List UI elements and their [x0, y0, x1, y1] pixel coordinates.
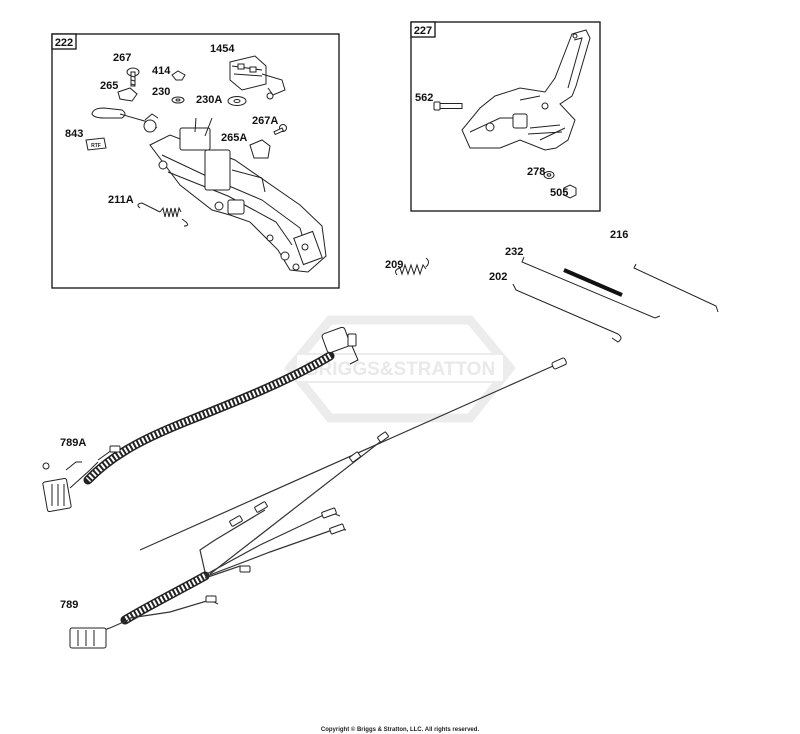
- group-box-227: 227 562 278 505: [410, 21, 601, 212]
- spring-209: [395, 257, 429, 276]
- label-265: 265: [100, 80, 118, 92]
- control-bracket: [461, 29, 591, 151]
- label-209: 209: [385, 259, 403, 271]
- rod-202: [512, 283, 622, 343]
- switch-1454: [229, 55, 286, 100]
- washer-230: [171, 96, 185, 104]
- label-232: 232: [505, 246, 523, 258]
- rod-232: [521, 256, 661, 319]
- label-202: 202: [489, 271, 507, 283]
- label-278: 278: [527, 166, 545, 178]
- screw-267A: [273, 124, 287, 136]
- copyright-notice: Copyright © Briggs & Stratton, LLC. All …: [321, 726, 480, 733]
- group-id-227: 227: [414, 25, 432, 37]
- label-505: 505: [550, 187, 568, 199]
- label-211A: 211A: [108, 194, 134, 206]
- label-267: 267: [113, 52, 131, 64]
- label-562: 562: [415, 92, 433, 104]
- clamp-265: [117, 87, 138, 102]
- tag-843: RTF: [85, 137, 107, 151]
- clip-414: [171, 70, 186, 81]
- wiring-harness-789: [69, 431, 389, 649]
- label-265A: 265A: [221, 132, 247, 144]
- label-216: 216: [610, 229, 628, 241]
- washer-278: [543, 171, 555, 179]
- group-id-222: 222: [55, 37, 73, 49]
- governor-bracket: [149, 117, 327, 273]
- rod-216: [633, 263, 719, 313]
- throttle-lever: [91, 107, 159, 133]
- label-1454: 1454: [210, 43, 235, 55]
- label-230: 230: [152, 86, 170, 98]
- label-789A: 789A: [60, 437, 86, 449]
- tag-text: RTF: [91, 143, 101, 149]
- watermark-text: BRIGGS&STRATTON: [305, 359, 495, 380]
- nut-505: [563, 184, 577, 199]
- brand-watermark: BRIGGS&STRATTON: [284, 315, 516, 423]
- label-414: 414: [152, 65, 171, 77]
- label-843: 843: [65, 128, 83, 140]
- washer-230A: [227, 96, 247, 106]
- label-789: 789: [60, 599, 78, 611]
- screw-267: [126, 67, 140, 87]
- clamp-265A: [249, 139, 271, 159]
- group-box-222: 222: [51, 33, 340, 289]
- label-230A: 230A: [196, 94, 222, 106]
- label-267A: 267A: [252, 115, 278, 127]
- spring-211A: [137, 202, 189, 227]
- bolt-562: [433, 101, 463, 111]
